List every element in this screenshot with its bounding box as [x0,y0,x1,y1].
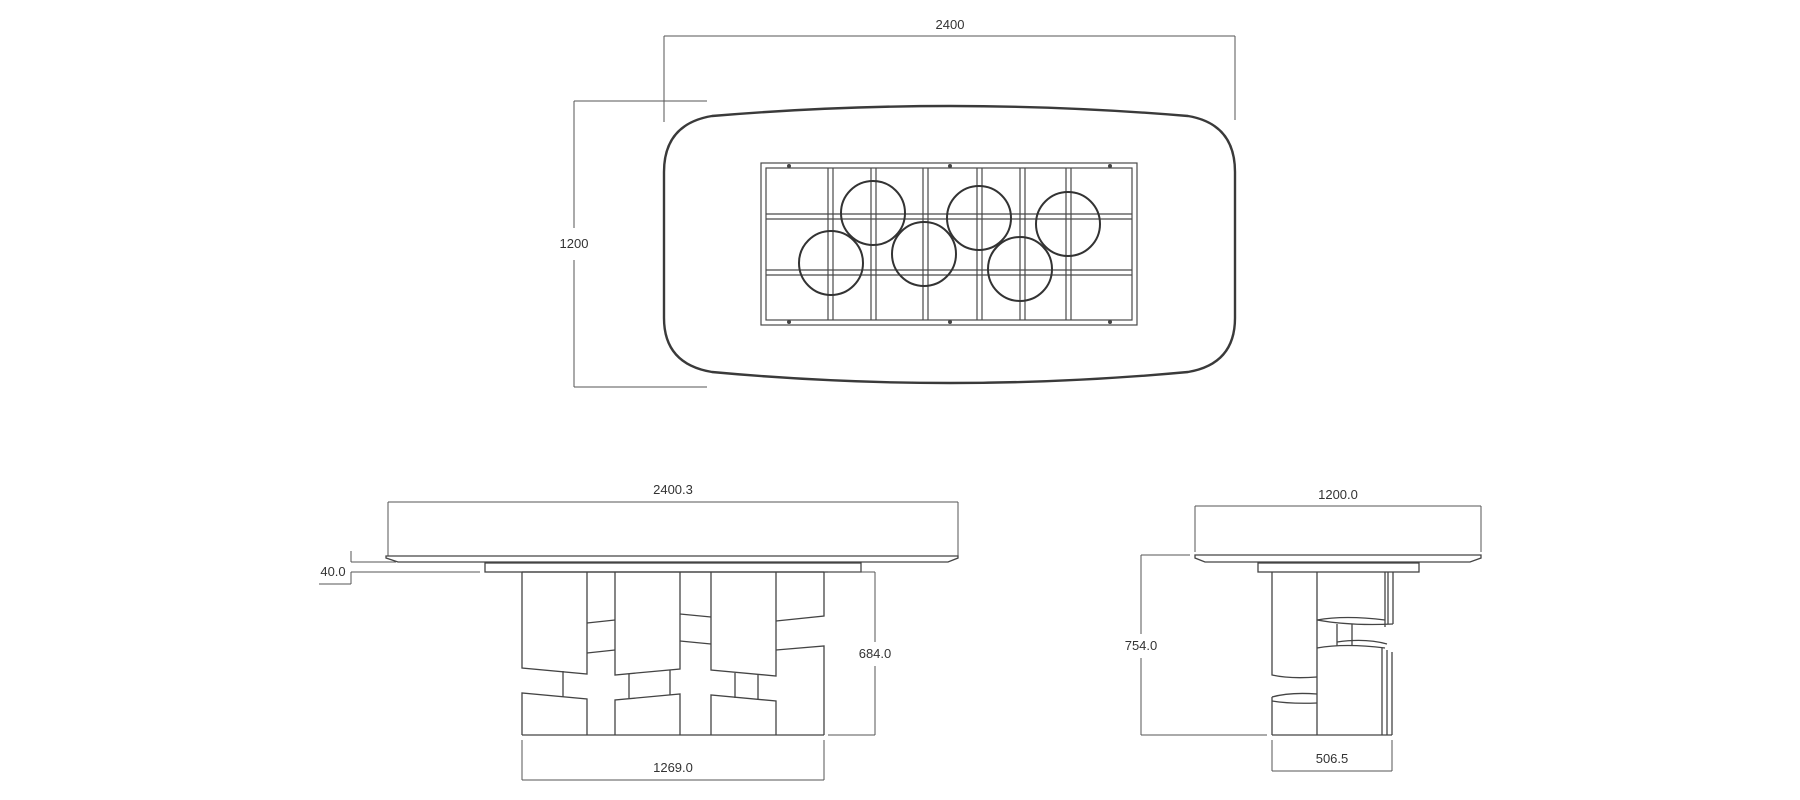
dimension-length-2400 [663,35,1236,122]
base-panels [521,571,825,736]
plan-width-label: 1200 [557,236,591,251]
side-top-width-label: 1200.0 [1316,487,1360,502]
front-view [319,501,959,781]
side-base [1271,572,1394,736]
front-top-thickness-label: 40.0 [318,564,348,579]
front-base-height-label: 684.0 [856,646,894,661]
front-top-length-label: 2400.3 [651,482,695,497]
front-base-width-label: 1269.0 [651,760,695,775]
grid-insert [760,162,1138,326]
plan-length-label: 2400 [933,17,967,32]
table-top-outline [662,104,1237,385]
side-view [1140,505,1482,772]
dimension-width-1200 [573,100,707,388]
plan-view [573,35,1237,388]
side-height-label: 754.0 [1122,638,1160,653]
side-base-depth-label: 506.5 [1313,751,1351,766]
circle-cutouts [798,180,1101,302]
